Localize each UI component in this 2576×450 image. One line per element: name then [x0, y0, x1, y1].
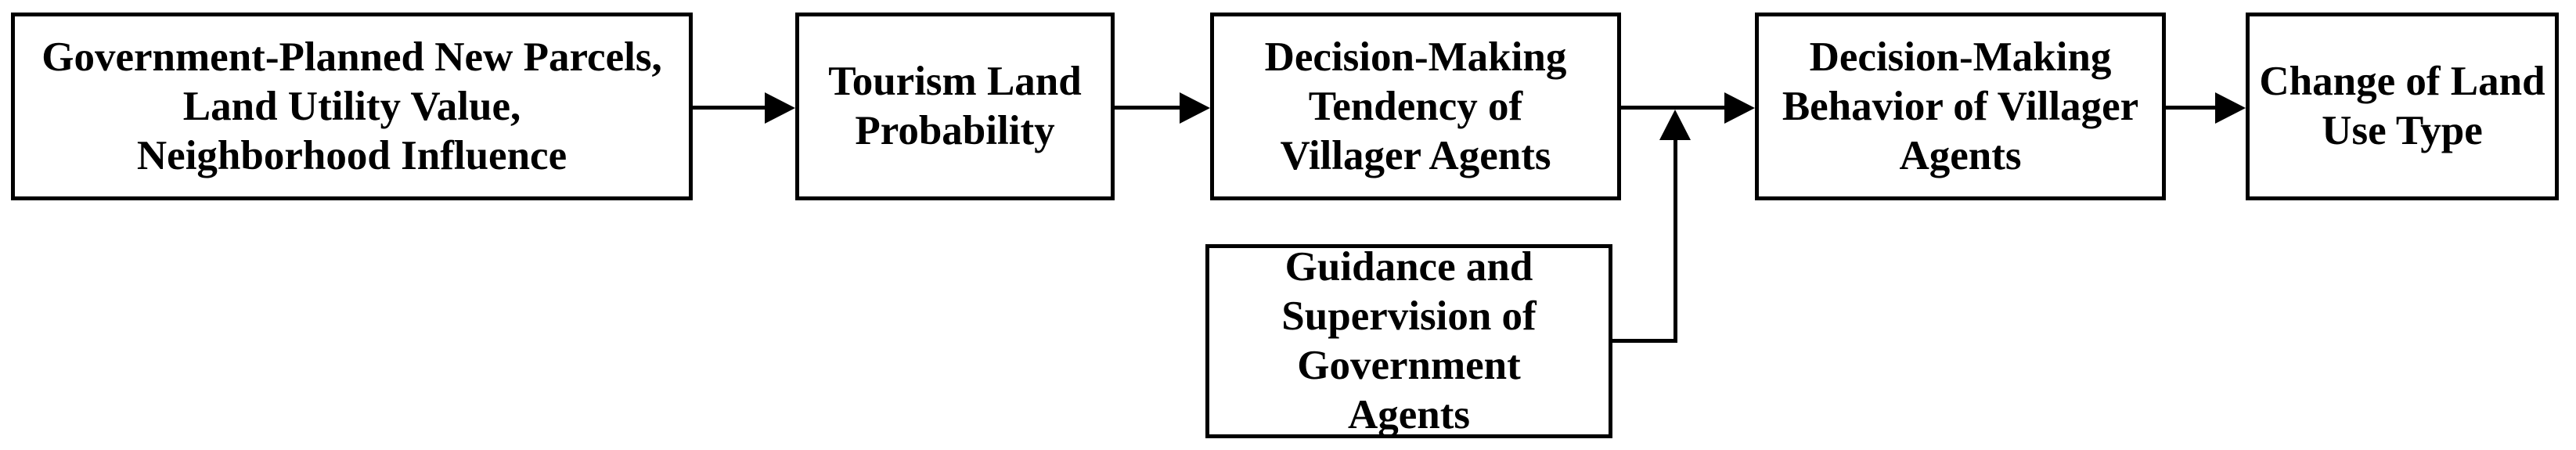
- node-change-of-land-use-type: Change of Land Use Type: [2246, 13, 2559, 200]
- node-tourism-land-probability: Tourism Land Probability: [795, 13, 1115, 200]
- node-government-planned-inputs: Government-Planned New Parcels, Land Uti…: [11, 13, 693, 200]
- connector-horizontal-segment: [1612, 339, 1677, 343]
- arrow-line: [693, 106, 765, 110]
- connector-vertical-segment: [1673, 138, 1677, 343]
- arrowhead-right-icon: [2215, 92, 2246, 124]
- node-decision-making-tendency: Decision-Making Tendency of Villager Age…: [1210, 13, 1621, 200]
- arrowhead-up-icon: [1659, 110, 1691, 140]
- arrowhead-right-icon: [1180, 92, 1210, 124]
- arrow-line: [2166, 106, 2215, 110]
- arrowhead-right-icon: [1724, 92, 1755, 124]
- arrowhead-right-icon: [765, 92, 795, 124]
- arrow-line: [1621, 106, 1724, 110]
- node-decision-making-behavior: Decision-Making Behavior of Villager Age…: [1755, 13, 2166, 200]
- arrow-line: [1115, 106, 1180, 110]
- node-guidance-supervision-government: Guidance and Supervision of Government A…: [1205, 244, 1612, 438]
